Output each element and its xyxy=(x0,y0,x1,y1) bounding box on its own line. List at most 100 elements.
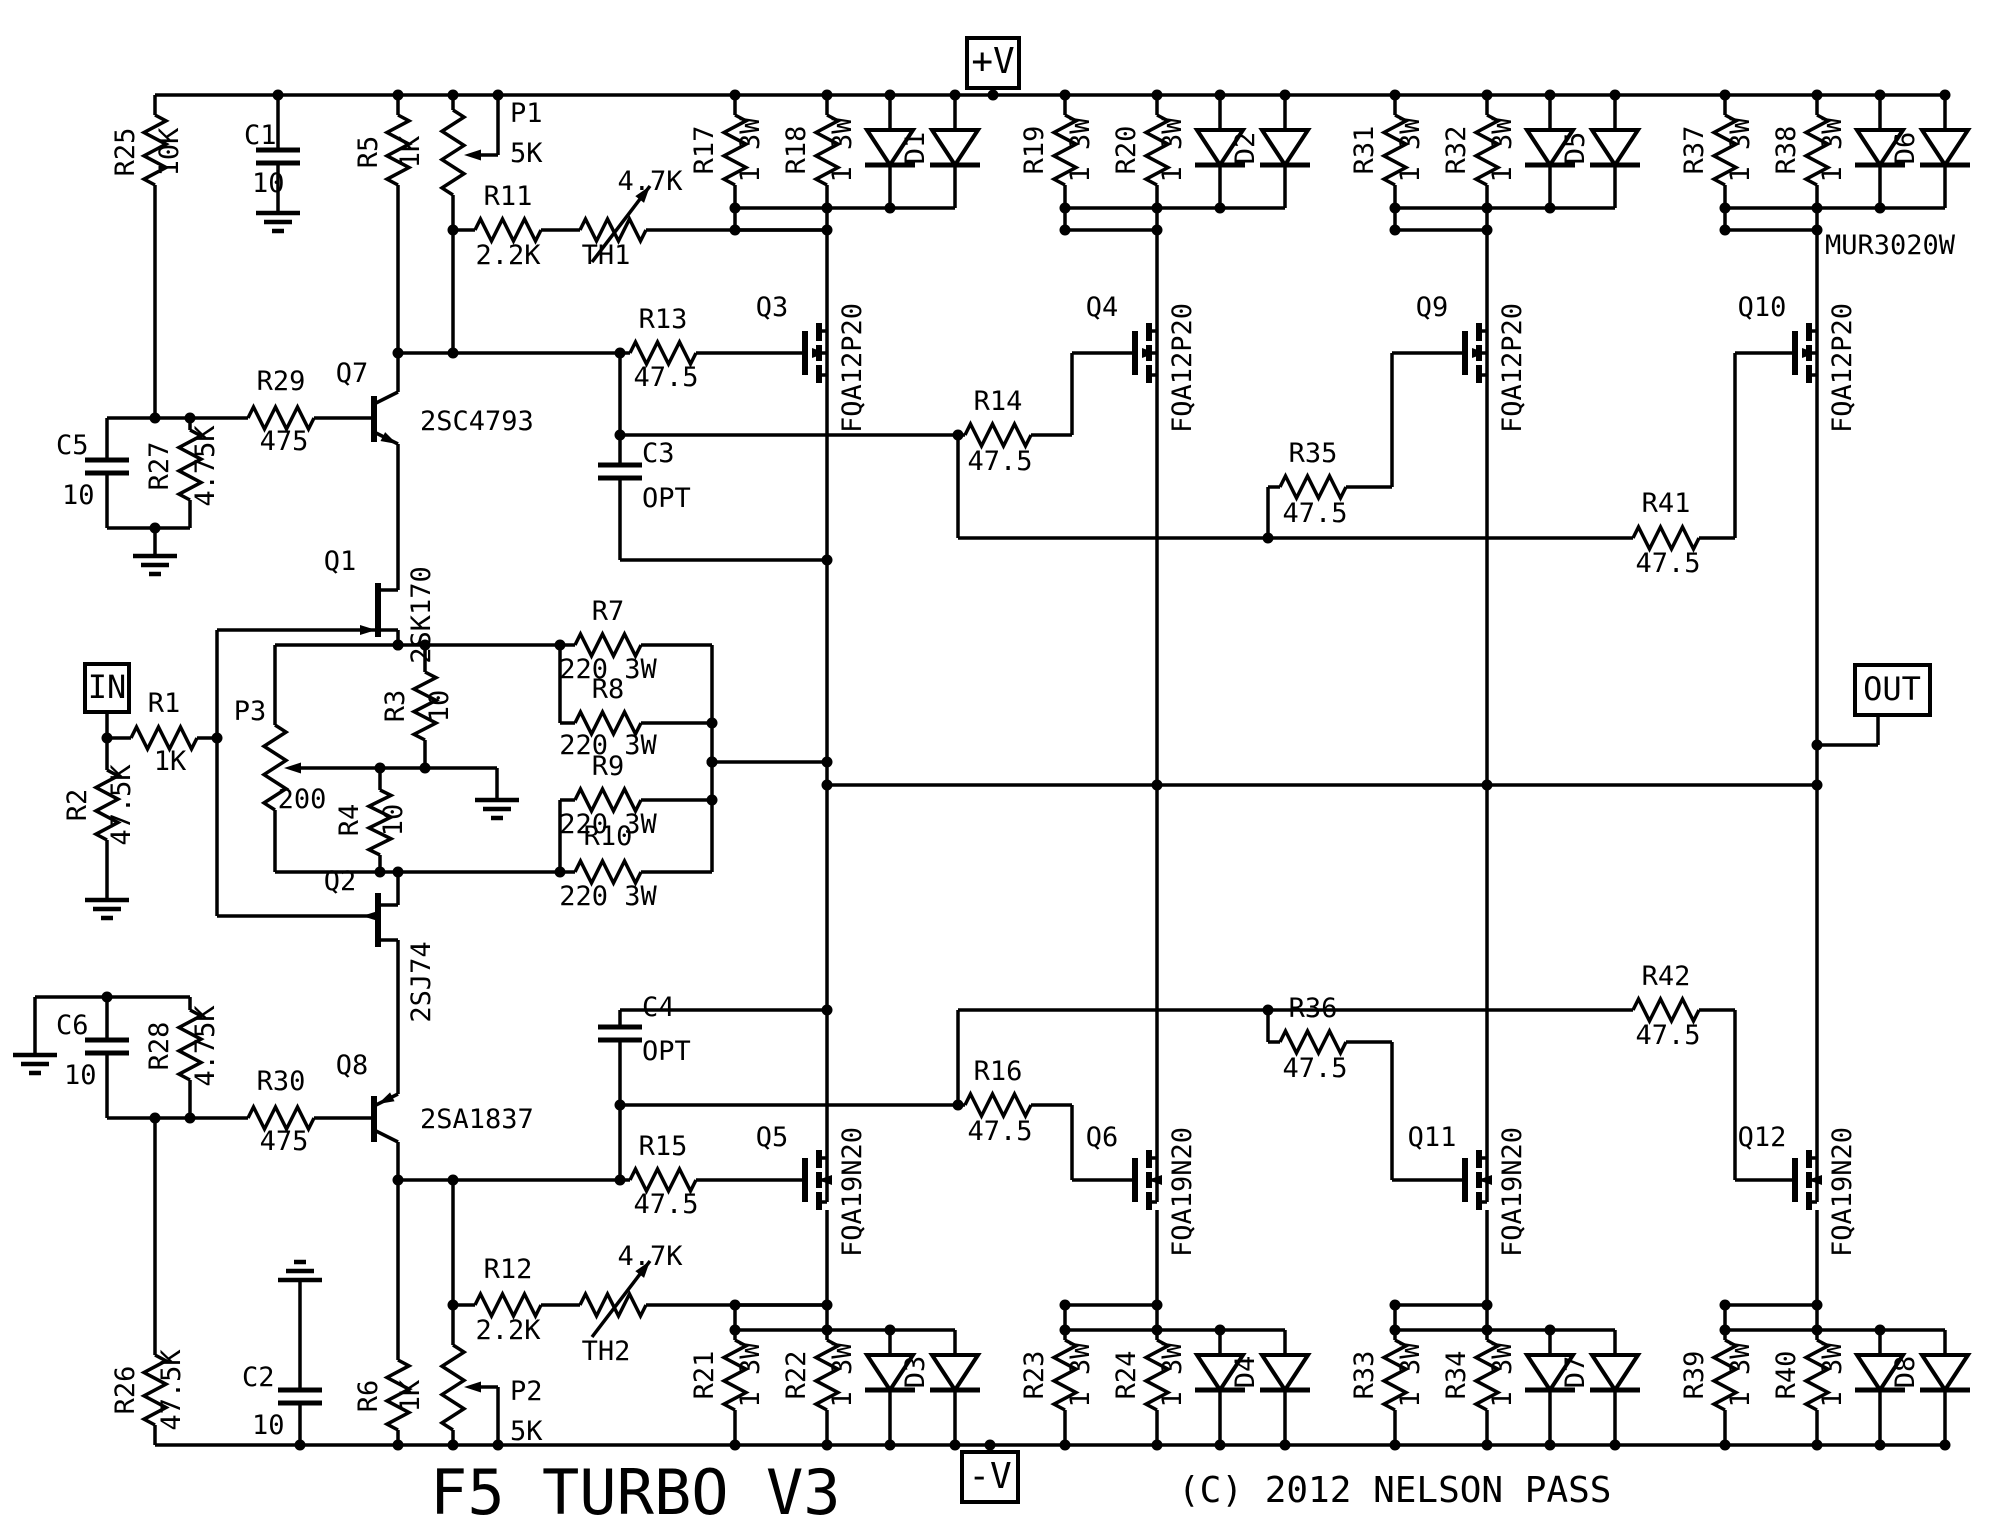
resistor-R12 xyxy=(473,1290,543,1320)
junction-dot xyxy=(1939,89,1951,101)
label-R33-value: 1 3W xyxy=(1395,1342,1426,1408)
junction-dot xyxy=(1389,1299,1401,1311)
pot-P2 xyxy=(438,1343,468,1432)
label-TH2-value: 4.7K xyxy=(617,1241,683,1272)
label-R37-value: 1 3W xyxy=(1725,117,1756,183)
label-R9-label: R9 xyxy=(592,751,625,782)
resistor-R9 xyxy=(573,785,643,815)
label-TH2-label: TH2 xyxy=(582,1336,631,1367)
label-R22-value: 1 3W xyxy=(827,1342,858,1408)
label-R36-value: 47.5 xyxy=(1282,1053,1347,1084)
label-R28-value: 4.75K xyxy=(190,1005,221,1087)
label-R4-value: 10 xyxy=(378,804,409,837)
label-R1-value: 1K xyxy=(154,746,187,777)
label-P2-value: 5K xyxy=(510,1416,543,1447)
label-R20-value: 1 3W xyxy=(1157,117,1188,183)
label-R41-value: 47.5 xyxy=(1635,548,1700,579)
pot-P3 xyxy=(260,723,290,812)
resistor-R24 xyxy=(1142,1338,1172,1412)
resistor-R25 xyxy=(140,113,170,187)
junction-dot xyxy=(949,89,961,101)
label-R29-label: R29 xyxy=(257,366,306,397)
resistor-R13 xyxy=(628,338,698,368)
junction-dot xyxy=(1059,224,1071,236)
label-R29-value: 475 xyxy=(260,426,309,457)
label-R6-label: R6 xyxy=(353,1380,384,1413)
junction-dot xyxy=(1874,1439,1886,1451)
label-C3-label: C3 xyxy=(642,438,675,469)
label-R2-value: 47.5K xyxy=(106,764,137,846)
junction-dot xyxy=(1544,89,1556,101)
junction-dot xyxy=(1874,1324,1886,1336)
label-R9-value: 220 3W xyxy=(559,809,657,840)
label-Q3-value: FQA12P20 xyxy=(837,303,868,433)
junction-dot xyxy=(184,1112,196,1124)
junction-dot xyxy=(987,89,999,101)
label-R15-value: 47.5 xyxy=(633,1189,698,1220)
out-port-label: OUT xyxy=(1863,670,1921,708)
label-P2-label: P2 xyxy=(510,1376,543,1407)
junction-dot xyxy=(706,756,718,768)
label-R27-label: R27 xyxy=(144,442,175,491)
label-R3-value: 10 xyxy=(424,690,455,723)
label-R42-label: R42 xyxy=(1642,961,1691,992)
resistor-R3 xyxy=(410,670,440,742)
label-R15-label: R15 xyxy=(639,1131,688,1162)
label-TH1-label: TH1 xyxy=(582,240,631,271)
resistor-R37 xyxy=(1710,113,1740,187)
junction-dot xyxy=(1059,1439,1071,1451)
label-D8-label: D8 xyxy=(1890,1356,1921,1389)
label-R26-label: R26 xyxy=(110,1366,141,1415)
junction-dot xyxy=(392,89,404,101)
label-R3-label: R3 xyxy=(380,690,411,723)
label-R25-label: R25 xyxy=(110,128,141,177)
pot-P1-wiper-arrow xyxy=(464,149,481,161)
label-R4-label: R4 xyxy=(334,804,365,837)
label-R25-value: 10K xyxy=(154,127,185,177)
label-Q3-label: Q3 xyxy=(756,292,789,323)
junction-dot xyxy=(1719,1299,1731,1311)
diode-triangle xyxy=(928,1353,982,1394)
resistor-R15 xyxy=(628,1165,698,1195)
label-D5-label: D5 xyxy=(1560,132,1591,165)
label-Q5-label: Q5 xyxy=(756,1122,789,1153)
label-C5-value: 10 xyxy=(62,480,95,511)
junction-dot xyxy=(1481,1439,1493,1451)
junction-dot xyxy=(1151,89,1163,101)
thermistor-TH2-arrow xyxy=(635,1261,650,1278)
label-D2-label: D2 xyxy=(1230,132,1261,165)
label-D1-label: D1 xyxy=(900,132,931,165)
resistor-R7 xyxy=(573,630,643,660)
label-R24-value: 1 3W xyxy=(1157,1342,1188,1408)
resistor-R27 xyxy=(175,428,205,502)
label-Q10-label: Q10 xyxy=(1738,292,1787,323)
label-R30-label: R30 xyxy=(257,1066,306,1097)
mosfet-Q5-arrow xyxy=(818,1175,832,1185)
pot-P2-wiper-arrow xyxy=(464,1381,481,1393)
resistor-R18 xyxy=(812,113,842,187)
schematic-title: F5 TURBO V3 xyxy=(430,1456,841,1526)
label-R5-label: R5 xyxy=(353,136,384,169)
diode-triangle xyxy=(1918,128,1972,169)
label-R8-label: R8 xyxy=(592,674,625,705)
junction-dot xyxy=(1544,1324,1556,1336)
resistor-R23 xyxy=(1050,1338,1080,1412)
label-Q8-value: 2SA1837 xyxy=(420,1104,534,1135)
label-R28-label: R28 xyxy=(144,1022,175,1071)
resistor-R20 xyxy=(1142,113,1172,187)
resistor-R1 xyxy=(129,723,199,753)
label-Q4-value: FQA12P20 xyxy=(1167,303,1198,433)
resistor-R35 xyxy=(1278,472,1348,502)
mosfet-Q12-arrow xyxy=(1808,1175,1822,1185)
junction-dot xyxy=(374,866,386,878)
junction-dot xyxy=(1059,89,1071,101)
label-R23-value: 1 3W xyxy=(1065,1342,1096,1408)
label-R12-label: R12 xyxy=(484,1254,533,1285)
label-C6-label: C6 xyxy=(56,1010,89,1041)
label-Q10-value: FQA12P20 xyxy=(1827,303,1858,433)
diode-triangle xyxy=(1193,1353,1247,1394)
label-R26-value: 47.5K xyxy=(156,1349,187,1431)
junction-dot xyxy=(1609,1439,1621,1451)
label-R34-label: R34 xyxy=(1441,1351,1472,1400)
